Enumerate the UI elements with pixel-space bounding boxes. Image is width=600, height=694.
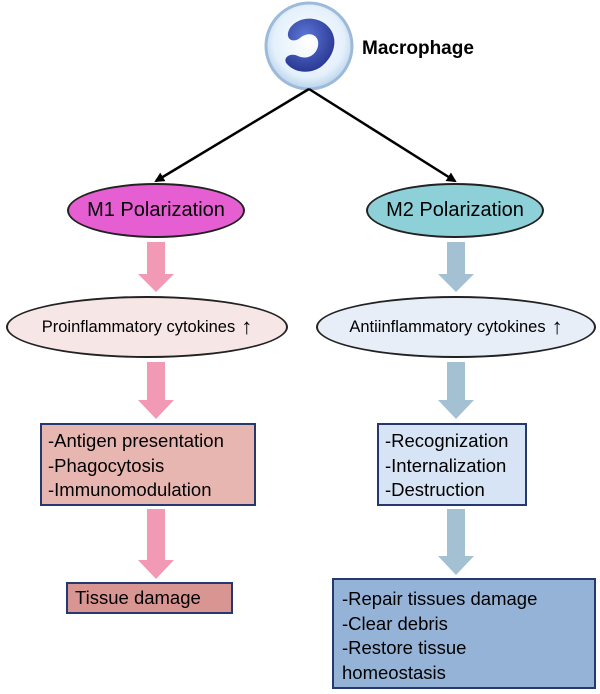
m1-flow-arrows [138,242,174,579]
m1-polarization-node: M1 Polarization [67,183,245,238]
repair-outcome-item: -Repair tissues damage [342,588,538,609]
tissue-damage-label: Tissue damage [75,587,201,608]
repair-outcome-box: -Repair tissues damage -Clear debris -Re… [332,578,596,689]
macrophage-label: Macrophage [362,38,474,59]
m1-function-item: -Antigen presentation [48,430,224,451]
repair-outcome-item: -Restore tissue [342,637,467,658]
antiinflammatory-cytokines-label: Antiinflammatory cytokines [349,317,546,336]
macrophage-cell-icon [264,1,354,91]
m1-polarization-label: M1 Polarization [87,199,225,221]
m2-functions-box: -Recognization -Internalization -Destruc… [377,423,527,506]
arrow-to-m1 [154,87,310,183]
m1-function-item: -Immunomodulation [48,479,212,500]
m2-arrow-3 [438,509,474,575]
repair-outcome-item: -Clear debris [342,612,448,634]
antiinflammatory-cytokines-node: Antiinflammatory cytokines ↑ [316,296,596,358]
m2-polarization-node: M2 Polarization [366,183,544,238]
m1-functions-box: -Antigen presentation -Phagocytosis -Imm… [40,423,256,506]
m1-function-item: -Phagocytosis [48,454,165,476]
m1-arrow-1 [138,242,174,292]
m2-arrow-1 [438,242,474,292]
repair-outcome-item: homeostasis [342,661,446,683]
tissue-damage-box: Tissue damage [66,582,233,614]
m2-polarization-label: M2 Polarization [386,199,524,221]
m2-function-item: -Destruction [385,479,485,500]
m1-arrow-3 [138,509,174,579]
proinflammatory-cytokines-label: Proinflammatory cytokines [41,317,236,336]
arrow-to-m2 [308,87,457,183]
m2-function-item: -Internalization [385,454,507,476]
m2-arrow-2 [438,362,474,419]
m2-flow-arrows [438,242,474,575]
proinflammatory-cytokines-node: Proinflammatory cytokines ↑ [6,296,288,358]
up-arrow-icon: ↑ [551,314,563,339]
up-arrow-icon: ↑ [241,314,253,339]
m1-arrow-2 [138,362,174,419]
m2-function-item: -Recognization [385,430,509,451]
